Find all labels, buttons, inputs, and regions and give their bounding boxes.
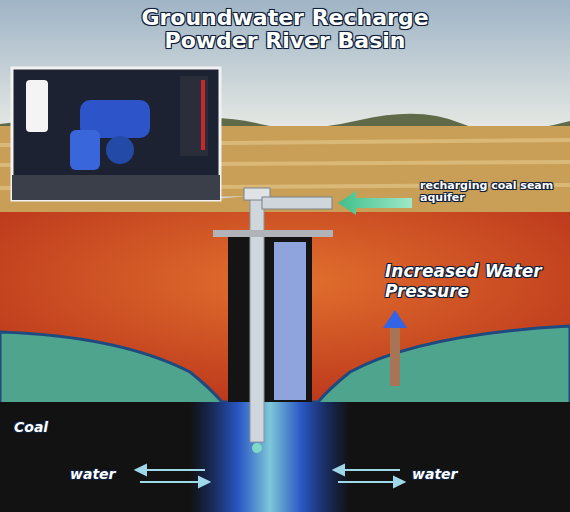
earth-layer: [0, 212, 570, 407]
flow-line: [338, 469, 400, 471]
flow-head: [394, 477, 404, 487]
inset-panel: [180, 76, 208, 156]
water-glow: [190, 402, 350, 512]
flow-head: [334, 465, 344, 475]
flow-line: [338, 481, 400, 483]
water-drop: [252, 443, 262, 453]
coal-seam: [0, 402, 570, 512]
diagram-title: Groundwater Recharge Powder River Basin: [115, 6, 455, 52]
pressure-arrow-head: [383, 310, 407, 328]
inset-floor: [12, 175, 220, 200]
pressure-label: Increased Water Pressure: [385, 262, 550, 301]
flow-label: water: [412, 467, 457, 482]
flow-head: [199, 477, 209, 487]
flow-line: [140, 469, 205, 471]
layer-label: Coal: [14, 420, 48, 435]
well-flange: [213, 230, 333, 237]
callout-label: recharging coal seam aquifer: [420, 180, 560, 204]
water-column: [274, 242, 306, 400]
feed-pipe: [262, 197, 332, 209]
inset-photo: [12, 68, 220, 200]
inset-gauge: [201, 80, 205, 150]
flow-head: [136, 465, 146, 475]
well-casing: [228, 236, 312, 402]
recharge-arrow: [338, 191, 412, 215]
inset-motor: [70, 130, 100, 170]
flow-label: water: [70, 467, 115, 482]
flow-line: [140, 481, 205, 483]
water-flow-arrows: [136, 465, 404, 487]
inset-tank: [26, 80, 48, 132]
pressure-arrow-shaft: [390, 326, 400, 386]
inset-valve: [106, 136, 134, 164]
